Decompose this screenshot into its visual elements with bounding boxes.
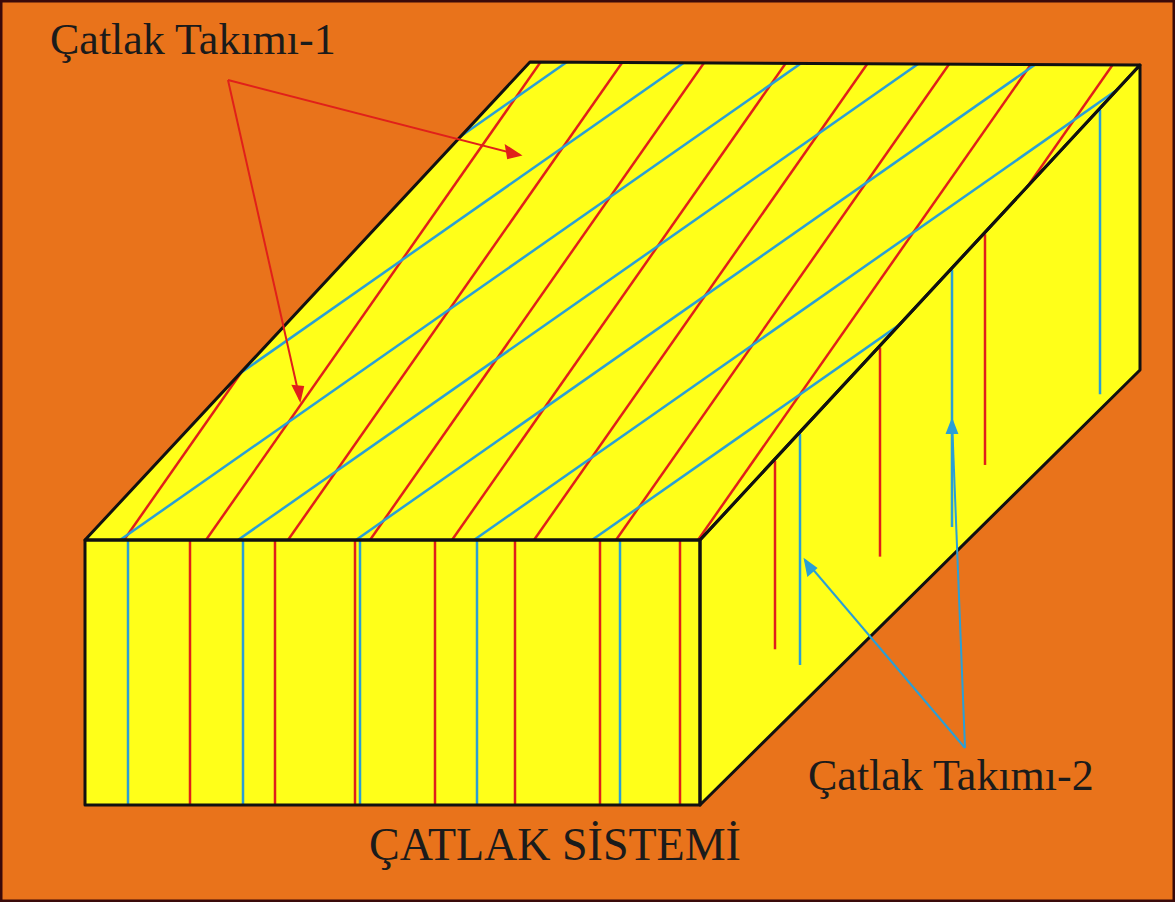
joint-trace xyxy=(127,541,130,804)
joint-trace xyxy=(984,234,987,465)
joint-set-1-trace xyxy=(274,0,666,560)
joint-set-1-trace xyxy=(848,0,1175,560)
joint-trace xyxy=(679,541,682,804)
joint-trace xyxy=(354,541,357,804)
right-face xyxy=(700,65,1140,805)
joint-set-label: Çatlak Takımı-2 xyxy=(808,752,1094,800)
joint-set-1-trace xyxy=(110,0,502,560)
joint-set-1-trace xyxy=(766,0,1158,560)
joint-set-2-trace xyxy=(474,0,1175,540)
joint-trace xyxy=(599,541,602,804)
leader-lines xyxy=(228,80,965,748)
joint-trace xyxy=(359,541,362,804)
joint-set-2-trace xyxy=(0,0,530,540)
joint-trace xyxy=(879,348,882,557)
joint-set-2-trace xyxy=(0,0,648,540)
joint-trace xyxy=(434,541,437,804)
joint-set-1-trace xyxy=(602,0,994,560)
joint-trace xyxy=(619,541,622,804)
joint-set-1-trace xyxy=(684,0,1076,560)
joint-set-2-trace xyxy=(2,0,1002,540)
joint-set-1-trace xyxy=(520,0,912,560)
joint-set-1-trace xyxy=(192,0,584,560)
joint-set-2-trace xyxy=(120,0,1120,540)
joint-trace xyxy=(274,541,277,804)
joint-trace xyxy=(189,541,192,804)
joint-trace xyxy=(1099,110,1102,394)
joint-set-2-trace xyxy=(0,0,884,540)
joint-trace xyxy=(951,270,954,527)
front-face xyxy=(85,540,700,805)
joint-trace xyxy=(242,541,245,804)
joint-set-1-trace xyxy=(356,0,748,560)
joint-trace xyxy=(774,461,777,649)
block-outline xyxy=(85,62,1140,805)
joint-trace xyxy=(799,434,802,665)
joint-trace xyxy=(476,541,479,804)
figure-caption: ÇATLAK SİSTEMİ xyxy=(369,820,741,871)
joint-set-2-trace xyxy=(592,0,1175,540)
joint-set-2-trace xyxy=(0,0,766,540)
joint-set-2-trace xyxy=(356,0,1175,540)
joint-trace xyxy=(514,541,517,804)
joint-set-label: Çatlak Takımı-1 xyxy=(50,16,336,64)
